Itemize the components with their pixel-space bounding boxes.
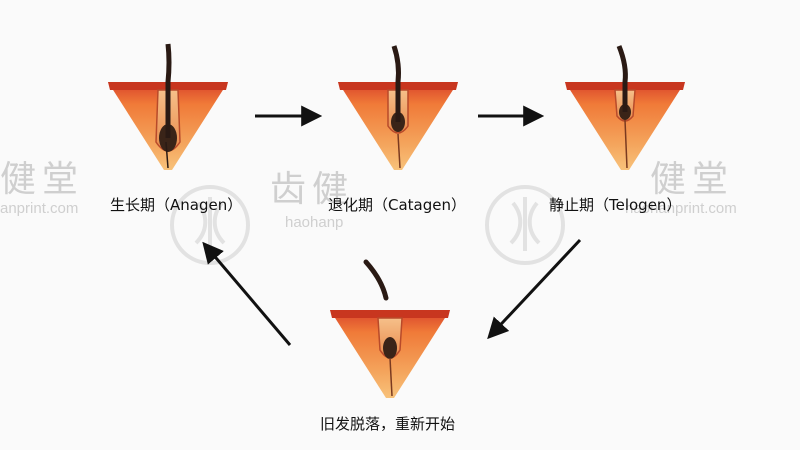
stage-exogen-illustration	[330, 259, 450, 398]
stage-catagen-illustration	[338, 45, 458, 170]
label-telogen: 静止期（Telogen）	[549, 196, 682, 214]
arrow-telogen-to-exogen	[487, 238, 582, 340]
watermark-brand-left: 健堂	[0, 158, 85, 199]
watermark-url-mid: haohanp	[285, 214, 344, 231]
arrow-exogen-to-anagen	[202, 241, 292, 346]
watermark-brand-mid: 齿健	[270, 168, 355, 209]
watermark-brand-right: 健堂	[650, 158, 735, 199]
watermark-url-left: anprint.com	[0, 200, 79, 217]
label-catagen: 退化期（Catagen）	[328, 196, 466, 214]
watermark-url-right: haohanprint.com	[625, 200, 737, 217]
label-anagen: 生长期（Anagen）	[110, 196, 243, 214]
stage-telogen-illustration	[565, 45, 685, 170]
stage-anagen-illustration	[108, 43, 228, 170]
label-exogen: 旧发脱落，重新开始	[320, 415, 456, 433]
